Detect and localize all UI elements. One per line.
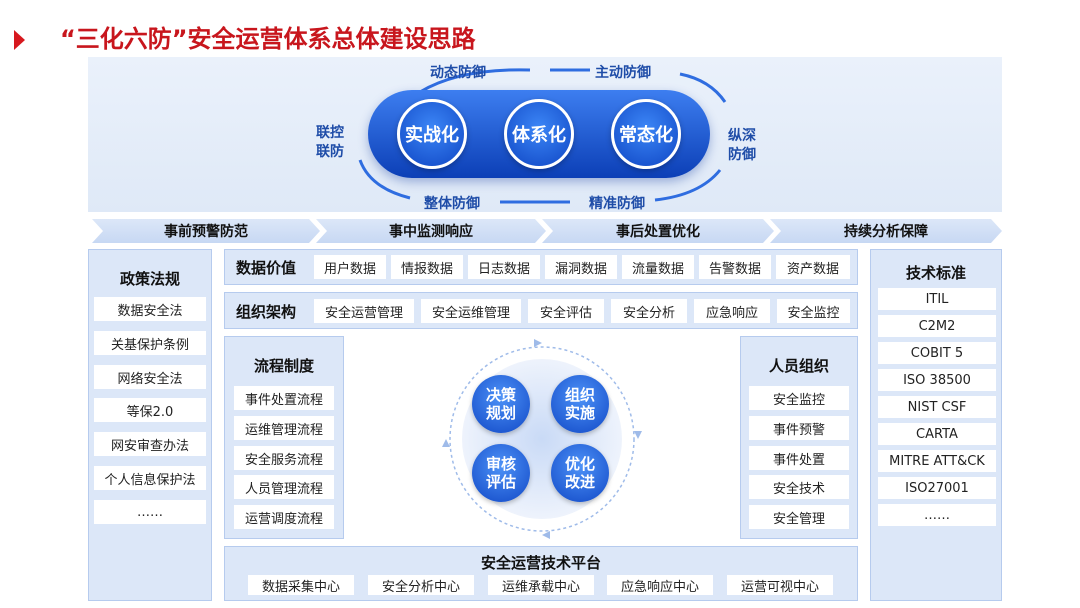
arc-top-left	[419, 68, 531, 94]
policy-title: 政策法规	[119, 270, 180, 288]
standard-item: MITRE ATT&CK	[878, 450, 996, 472]
cycle-plan: 决策 规划	[472, 375, 530, 433]
org-item: 应急响应	[694, 299, 770, 323]
standard-item: ISO27001	[878, 477, 996, 499]
process-title: 流程制度	[253, 357, 314, 375]
circle-normal: 常态化	[611, 99, 681, 169]
platform-item: 安全分析中心	[368, 575, 474, 595]
data-value-item: 日志数据	[468, 255, 540, 279]
process-item: 安全服务流程	[234, 446, 334, 470]
arc-label-overall-defense: 整体防御	[424, 196, 480, 212]
cycle-arrow-bottom-icon	[542, 531, 550, 539]
staff-title: 人员组织	[768, 357, 829, 375]
arc-bottom-right	[654, 169, 722, 202]
platform-title: 安全运营技术平台	[480, 554, 601, 572]
arc-label-depth-defense: 纵深 防御	[728, 128, 756, 163]
process-item: 事件处置流程	[234, 386, 334, 410]
platform-item: 运营可视中心	[727, 575, 833, 595]
standard-item: NIST CSF	[878, 396, 996, 418]
cycle-improve: 优化 改进	[551, 444, 609, 502]
data-value-title: 数据价值	[236, 259, 297, 277]
platform-item: 数据采集中心	[248, 575, 354, 595]
cycle-implement: 组织 实施	[551, 375, 609, 433]
phase-pre-warning: 事前预警防范	[92, 219, 320, 243]
cycle-arrow-left-icon	[442, 439, 450, 447]
platform-item: 应急响应中心	[607, 575, 713, 595]
org-item: 安全监控	[777, 299, 850, 323]
arc-label-joint-defense: 联控 联防	[316, 125, 344, 160]
staff-item: 事件预警	[749, 416, 849, 440]
phase-continuous-analysis: 持续分析保障	[770, 219, 1002, 243]
process-item: 人员管理流程	[234, 475, 334, 499]
staff-item: 安全管理	[749, 505, 849, 529]
top-arcs	[358, 68, 727, 204]
circle-combat: 实战化	[397, 99, 467, 169]
data-value-item: 告警数据	[699, 255, 771, 279]
data-value-item: 资产数据	[776, 255, 850, 279]
cycle-review: 审核 评估	[472, 444, 530, 502]
staff-item: 安全监控	[749, 386, 849, 410]
cycle-wheel	[442, 339, 642, 539]
cycle-arrow-top-icon	[534, 339, 542, 347]
process-item: 运维管理流程	[234, 416, 334, 440]
standard-item: ISO 38500	[878, 369, 996, 391]
data-value-item: 用户数据	[314, 255, 386, 279]
policy-item: 网安审查办法	[94, 432, 206, 456]
org-item: 安全评估	[528, 299, 604, 323]
policy-item: 关基保护条例	[94, 331, 206, 355]
cycle-arrow-right-icon	[634, 431, 642, 439]
standard-item: C2M2	[878, 315, 996, 337]
arc-bottom-left	[358, 159, 411, 200]
process-item: 运营调度流程	[234, 505, 334, 529]
data-value-item: 情报数据	[391, 255, 463, 279]
policy-item: 等保2.0	[94, 398, 206, 422]
policy-item: ……	[94, 500, 206, 524]
policy-item: 网络安全法	[94, 365, 206, 389]
staff-item: 事件处置	[749, 446, 849, 470]
data-value-item: 流量数据	[622, 255, 694, 279]
org-item: 安全运维管理	[421, 299, 521, 323]
platform-item: 运维承载中心	[488, 575, 594, 595]
circle-system: 体系化	[504, 99, 574, 169]
policy-item: 个人信息保护法	[94, 466, 206, 490]
phase-monitor-response: 事中监测响应	[316, 219, 546, 243]
arc-label-precise-defense: 精准防御	[589, 196, 645, 212]
standards-title: 技术标准	[905, 264, 966, 282]
data-value-item: 漏洞数据	[545, 255, 617, 279]
phase-post-handling: 事后处置优化	[542, 219, 774, 243]
arc-label-active-defense: 主动防御	[595, 65, 651, 81]
standard-item: ……	[878, 504, 996, 526]
cycle-outer-ring	[449, 346, 635, 532]
org-title: 组织架构	[236, 303, 297, 321]
arc-label-dynamic-defense: 动态防御	[430, 65, 486, 81]
org-item: 安全分析	[611, 299, 687, 323]
policy-item: 数据安全法	[94, 297, 206, 321]
arc-top-right	[679, 72, 727, 103]
staff-item: 安全技术	[749, 475, 849, 499]
title-marker-icon	[14, 30, 25, 50]
standard-item: ITIL	[878, 288, 996, 310]
page-title: “三化六防”安全运营体系总体建设思路	[60, 25, 476, 53]
standard-item: CARTA	[878, 423, 996, 445]
org-item: 安全运营管理	[314, 299, 414, 323]
standard-item: COBIT 5	[878, 342, 996, 364]
